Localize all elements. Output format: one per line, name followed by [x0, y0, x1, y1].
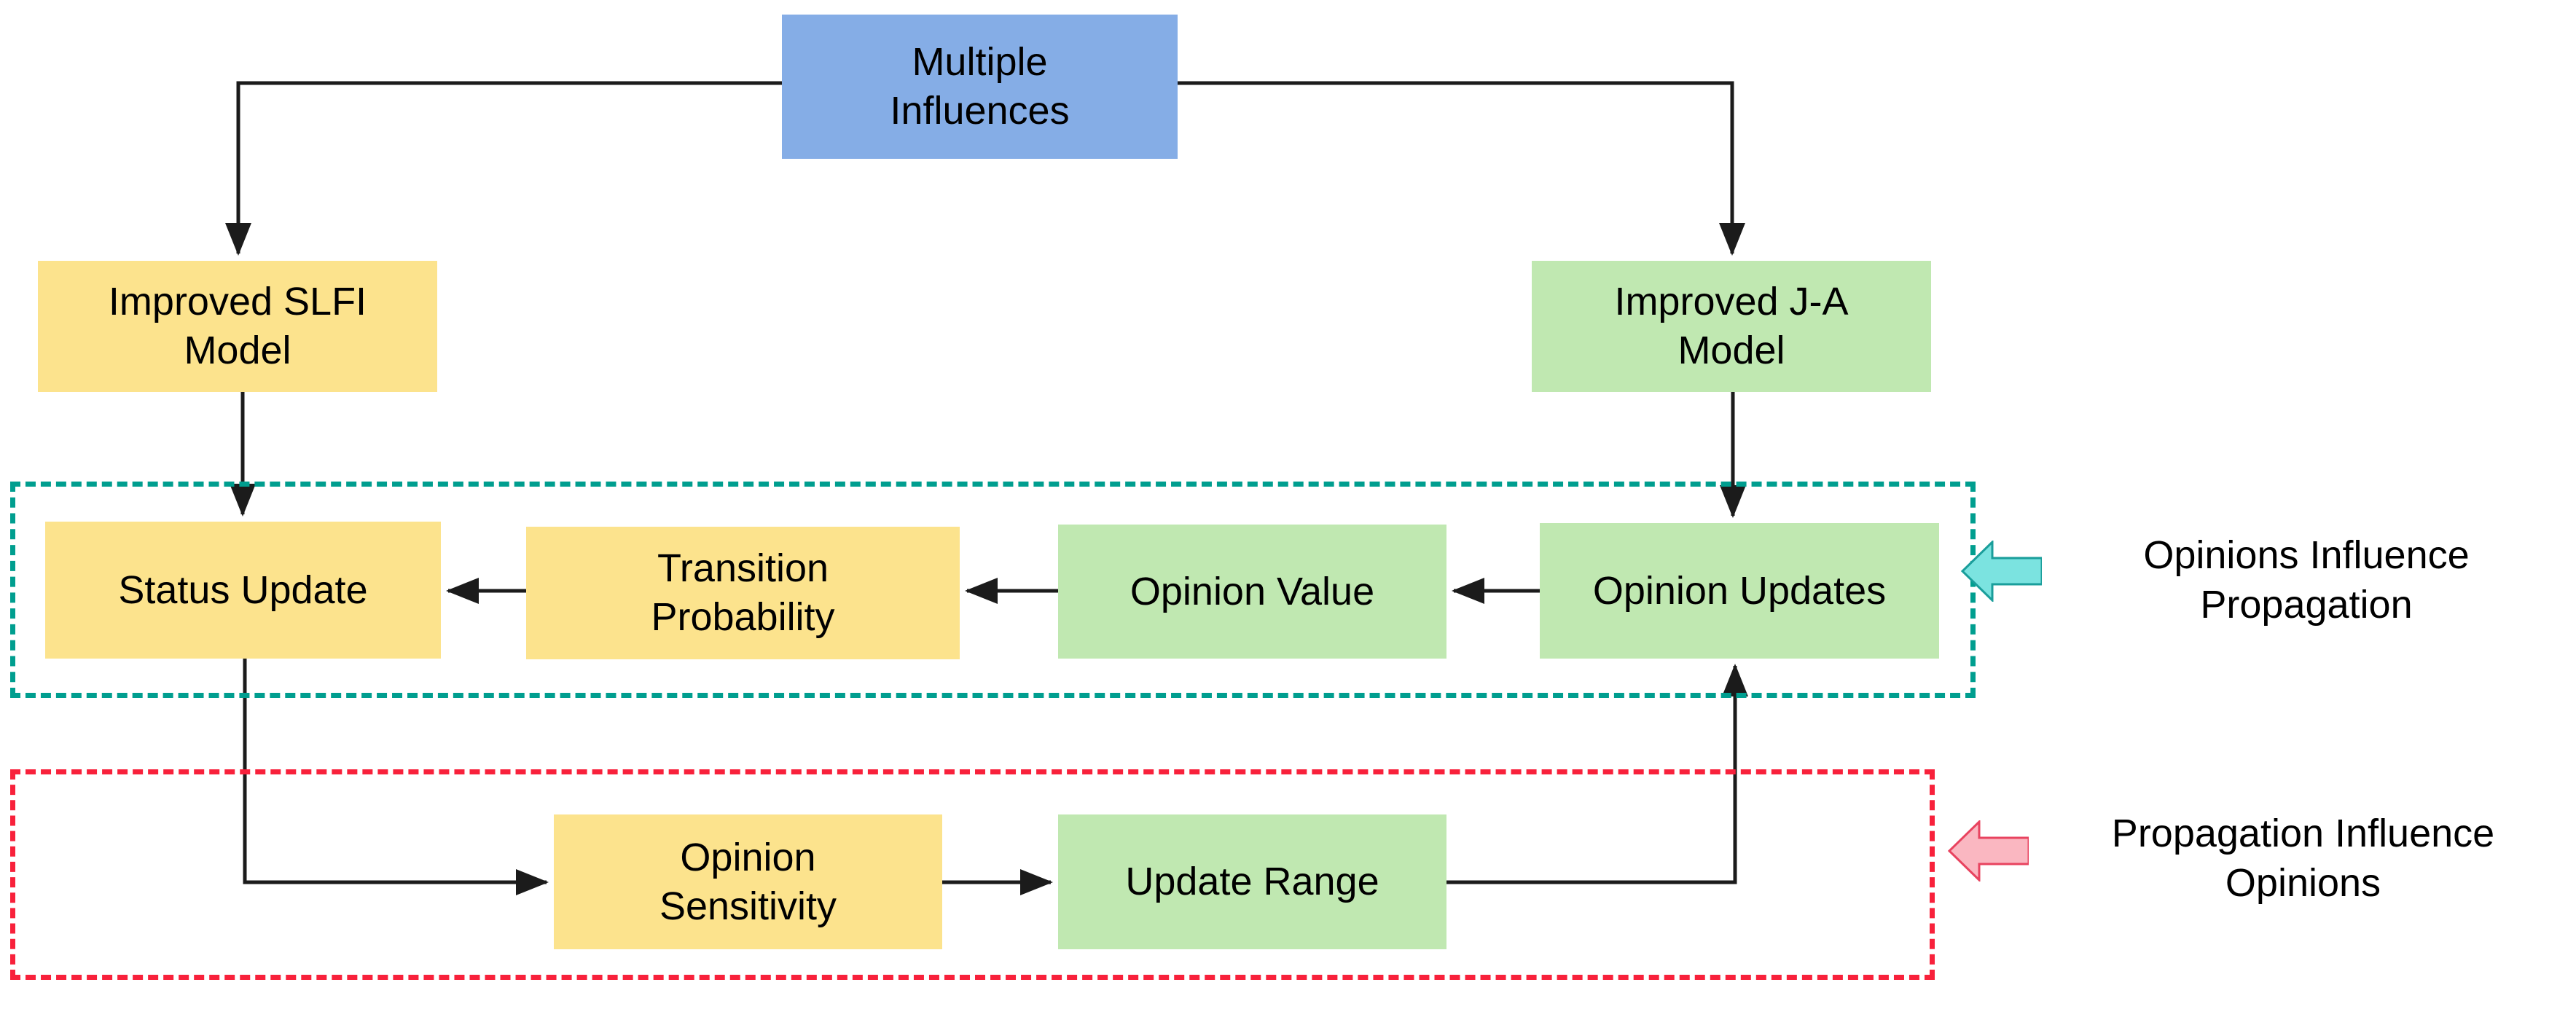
node-improved-slfi-model[interactable]: Improved SLFI Model	[38, 261, 437, 392]
node-opinion-sensitivity[interactable]: Opinion Sensitivity	[554, 814, 942, 949]
node-opinion-updates[interactable]: Opinion Updates	[1540, 523, 1939, 659]
propagation-influence-opinions-arrow-icon	[1947, 820, 2029, 882]
edge-multiple-influences-to-improved-ja-model	[1178, 81, 1745, 256]
propagation-influence-opinions-label: Propagation Influence Opinions	[2111, 812, 2495, 906]
node-status-update[interactable]: Status Update	[45, 522, 441, 659]
edge-status-update-to-opinion-sensitivity	[243, 659, 549, 895]
node-opinion-value[interactable]: Opinion Value	[1058, 525, 1446, 659]
node-transition-probability[interactable]: Transition Probability	[526, 527, 960, 659]
node-multiple-influences[interactable]: Multiple Influences	[782, 15, 1178, 159]
edge-multiple-influences-to-improved-slfi-model	[225, 81, 782, 256]
edge-update-range-to-opinion-updates	[1446, 663, 1748, 884]
node-improved-ja-model[interactable]: Improved J-A Model	[1532, 261, 1931, 392]
opinions-influence-propagation-label: Opinions Influence Propagation	[2143, 533, 2470, 627]
node-update-range[interactable]: Update Range	[1058, 814, 1446, 949]
opinions-influence-propagation-arrow-icon	[1960, 541, 2042, 602]
